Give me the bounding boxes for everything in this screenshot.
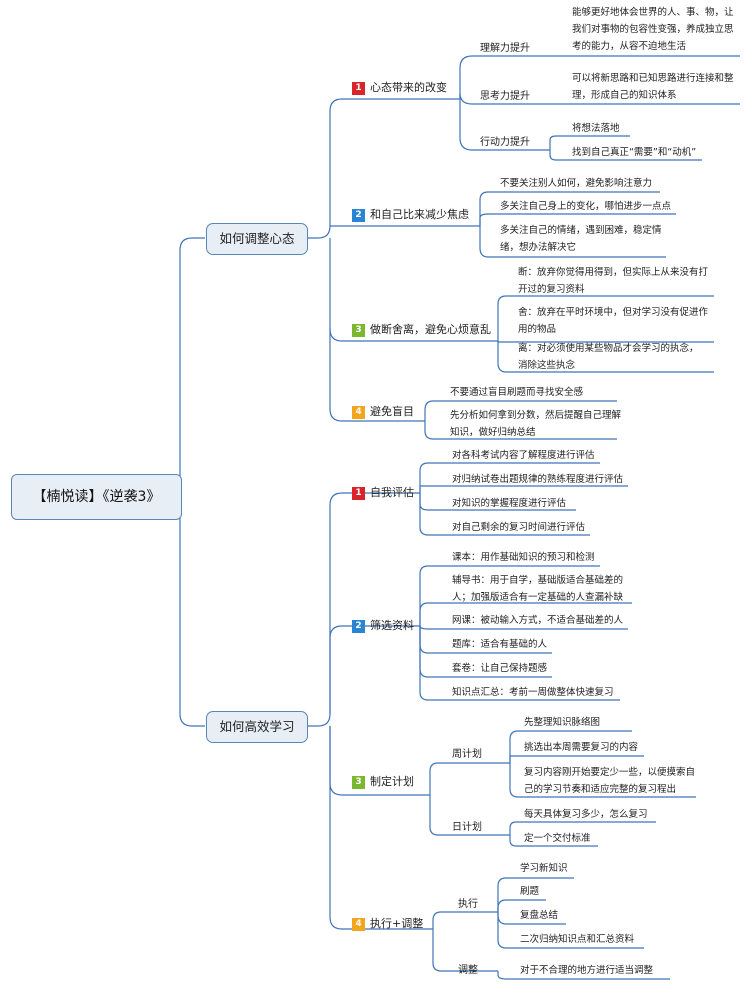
- leaf-action-2[interactable]: 找到自己真正“需要”和“动机”: [572, 147, 697, 158]
- topic-weekly-plan[interactable]: 周计划: [452, 749, 482, 760]
- leaf-assess-4[interactable]: 对自己剩余的复习时间进行评估: [452, 522, 586, 533]
- priority-2-icon: 2: [352, 620, 365, 633]
- leaf-understanding[interactable]: 能够更好地体会世界的人、事、物，让我们对事物的包容性变强，养成独立思考的能力，从…: [572, 7, 734, 52]
- subtopic-declutter[interactable]: 3 做断舍离，避免心烦意乱: [352, 321, 491, 339]
- leaf-weekly-1[interactable]: 先整理知识脉络图: [524, 717, 601, 728]
- priority-2-icon: 2: [352, 209, 365, 222]
- priority-1-icon: 1: [352, 487, 365, 500]
- leaf-assess-1[interactable]: 对各科考试内容了解程度进行评估: [452, 450, 595, 461]
- subtopic-label: 执行+调整: [370, 917, 424, 930]
- leaf-anxiety-2[interactable]: 多关注自己身上的变化，哪怕进步一点点: [500, 201, 672, 212]
- leaf-anxiety-1[interactable]: 不要关注别人如何，避免影响注意力: [500, 178, 653, 189]
- leaf-avoid-2[interactable]: 先分析如何拿到分数，然后提醒自己理解知识，做好归纳总结: [450, 410, 622, 438]
- leaf-anxiety-3[interactable]: 多关注自己的情绪，遇到困难，稳定情绪，想办法解决它: [500, 225, 662, 253]
- priority-3-icon: 3: [352, 776, 365, 789]
- topic-understanding[interactable]: 理解力提升: [480, 43, 530, 54]
- priority-4-icon: 4: [352, 406, 365, 419]
- topic-thinking[interactable]: 思考力提升: [480, 91, 530, 102]
- subtopic-label: 心态带来的改变: [370, 81, 447, 94]
- subtopic-reduce-anxiety[interactable]: 2 和自己比来减少焦虑: [352, 206, 469, 224]
- subtopic-avoid-blindness[interactable]: 4 避免盲目: [352, 403, 414, 421]
- leaf-materials-4[interactable]: 题库：适合有基础的人: [452, 639, 548, 650]
- leaf-assess-2[interactable]: 对归纳试卷出题规律的熟练程度进行评估: [452, 474, 624, 485]
- leaf-action-1[interactable]: 将想法落地: [572, 123, 620, 134]
- topic-daily-plan[interactable]: 日计划: [452, 822, 482, 833]
- leaf-adjust[interactable]: 对于不合理的地方进行适当调整: [520, 965, 654, 976]
- leaf-declutter-2[interactable]: 舍：放弃在平时环境中，但对学习没有促进作用的物品: [518, 307, 709, 335]
- leaf-avoid-1[interactable]: 不要通过盲目刷题而寻找安全感: [450, 387, 584, 398]
- leaf-execute-4[interactable]: 二次归纳知识点和汇总资料: [520, 934, 635, 945]
- leaf-thinking[interactable]: 可以将新思路和已知思路进行连接和整理，形成自己的知识体系: [572, 73, 734, 101]
- subtopic-label: 和自己比来减少焦虑: [370, 208, 469, 221]
- topic-adjust[interactable]: 调整: [458, 965, 478, 976]
- leaf-weekly-2[interactable]: 挑选出本周需要复习的内容: [524, 742, 639, 753]
- leaf-declutter-3[interactable]: 离：对必须使用某些物品才会学习的执念，消除这些执念: [518, 343, 699, 371]
- root-topic[interactable]: 【楠悦读】《逆袭3》: [11, 474, 182, 520]
- leaf-materials-3[interactable]: 网课：被动输入方式，不适合基础差的人: [452, 615, 624, 626]
- subtopic-label: 做断舍离，避免心烦意乱: [370, 323, 491, 336]
- leaf-materials-2[interactable]: 辅导书：用于自学，基础版适合基础差的人；加强版适合有一定基础的人查漏补缺: [452, 575, 624, 603]
- subtopic-label: 筛选资料: [370, 619, 414, 632]
- subtopic-filter-materials[interactable]: 2 筛选资料: [352, 617, 414, 635]
- priority-3-icon: 3: [352, 324, 365, 337]
- main-topic-study[interactable]: 如何高效学习: [206, 711, 308, 743]
- priority-4-icon: 4: [352, 918, 365, 931]
- topic-execute[interactable]: 执行: [458, 899, 478, 910]
- leaf-materials-1[interactable]: 课本：用作基础知识的预习和检测: [452, 552, 595, 563]
- topic-action[interactable]: 行动力提升: [480, 137, 530, 148]
- subtopic-label: 自我评估: [370, 486, 414, 499]
- leaf-execute-3[interactable]: 复盘总结: [520, 910, 559, 921]
- leaf-daily-1[interactable]: 每天具体复习多少，怎么复习: [524, 809, 648, 820]
- leaf-execute-1[interactable]: 学习新知识: [520, 863, 568, 874]
- subtopic-label: 避免盲目: [370, 405, 414, 418]
- subtopic-label: 制定计划: [370, 775, 414, 788]
- leaf-materials-6[interactable]: 知识点汇总：考前一周做整体快速复习: [452, 687, 614, 698]
- priority-1-icon: 1: [352, 82, 365, 95]
- subtopic-mindset-change[interactable]: 1 心态带来的改变: [352, 79, 447, 97]
- subtopic-execute-adjust[interactable]: 4 执行+调整: [352, 915, 423, 933]
- leaf-assess-3[interactable]: 对知识的掌握程度进行评估: [452, 498, 567, 509]
- subtopic-make-plan[interactable]: 3 制定计划: [352, 773, 414, 791]
- main-topic-mindset[interactable]: 如何调整心态: [206, 223, 308, 255]
- leaf-declutter-1[interactable]: 断：放弃你觉得用得到，但实际上从来没有打开过的复习资料: [518, 267, 709, 295]
- leaf-daily-2[interactable]: 定一个交付标准: [524, 833, 591, 844]
- subtopic-self-assessment[interactable]: 1 自我评估: [352, 484, 414, 502]
- leaf-execute-2[interactable]: 刷题: [520, 886, 540, 897]
- leaf-materials-5[interactable]: 套卷：让自己保持题感: [452, 663, 548, 674]
- leaf-weekly-3[interactable]: 复习内容刚开始要定少一些，以便摸索自己的学习节奏和适应完整的复习程出: [524, 767, 696, 795]
